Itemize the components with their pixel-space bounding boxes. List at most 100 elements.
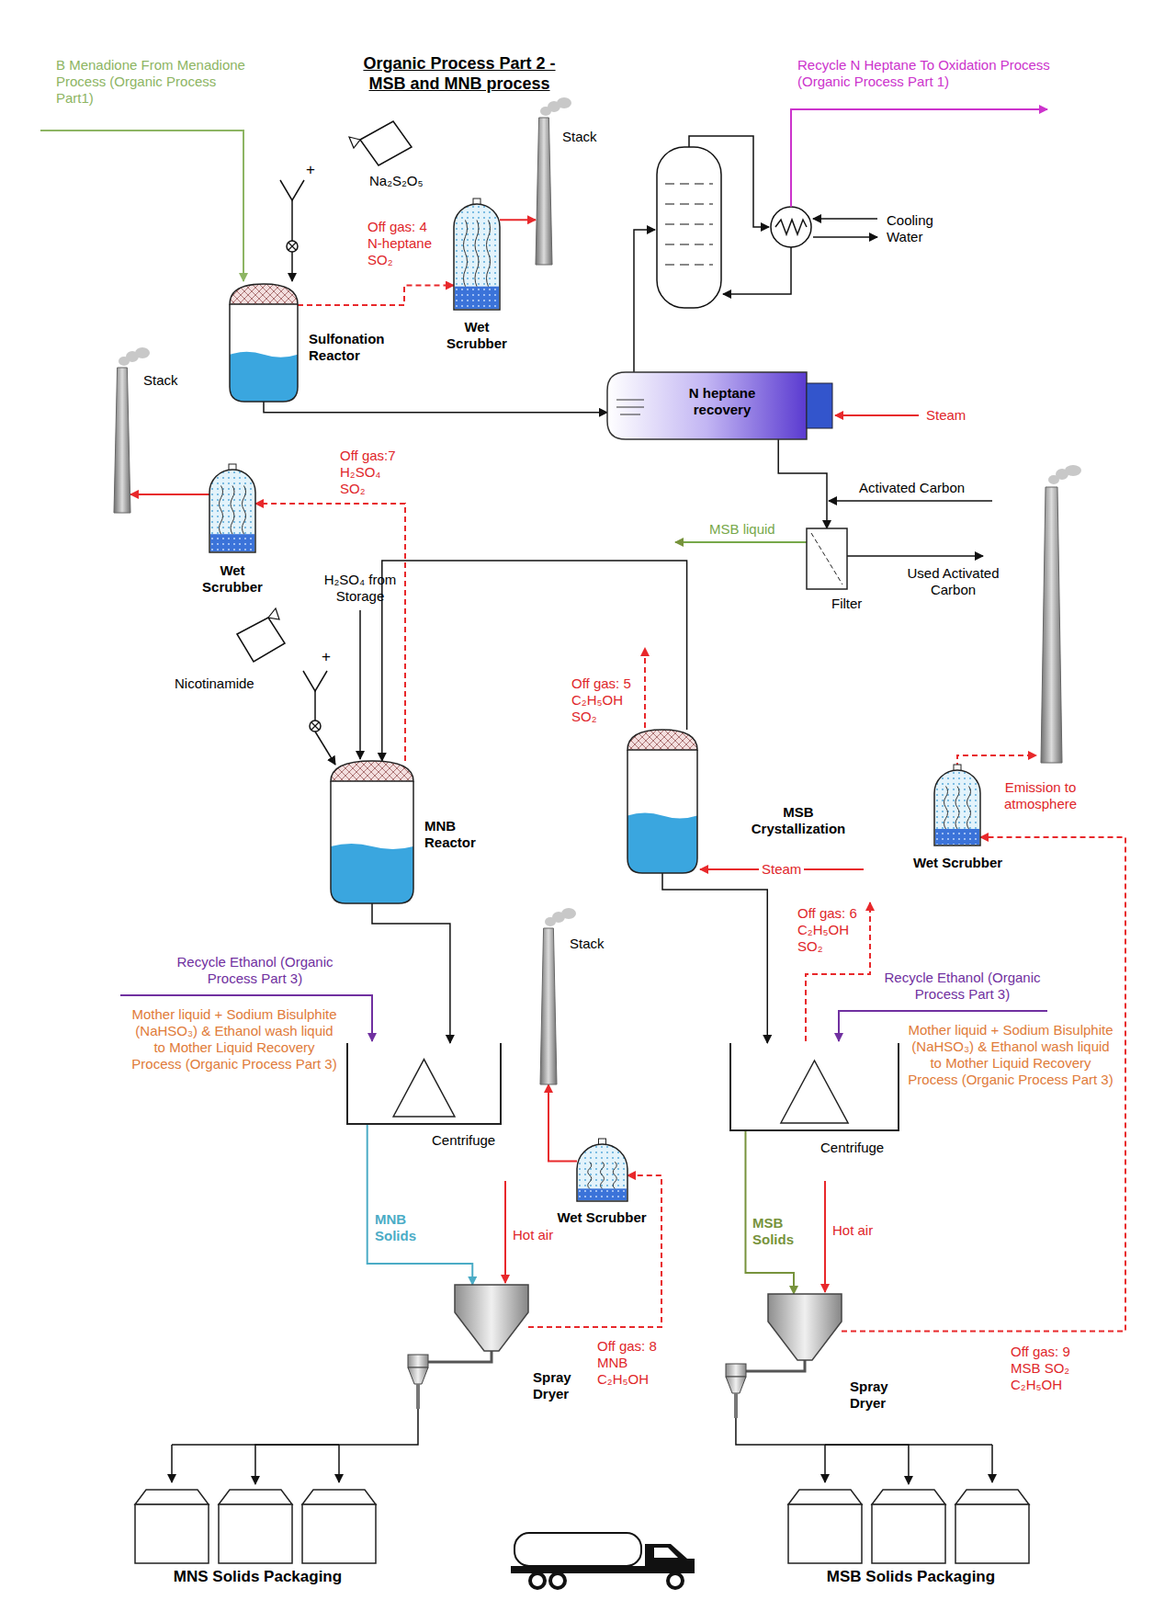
carbon-lines bbox=[828, 499, 993, 502]
tanker-truck bbox=[550, 1572, 566, 1588]
packaging-branches bbox=[170, 1444, 173, 1482]
mnb-reactor-outline bbox=[330, 780, 414, 904]
nicotinamide-bag-hopper bbox=[311, 722, 319, 730]
packaging-bins: MSB Solids Packaging bbox=[780, 1483, 1041, 1565]
flow-connector bbox=[841, 836, 1126, 1332]
packaging-branches bbox=[991, 1444, 994, 1482]
equipment-label: Spray Dryer bbox=[849, 1378, 905, 1412]
flow-connector bbox=[372, 903, 451, 1043]
annotation: MSB liquid bbox=[709, 520, 776, 538]
carbon-lines bbox=[847, 554, 984, 557]
wet-scrubber-outline bbox=[453, 203, 500, 310]
nicotinamide-bag-hopper bbox=[315, 731, 336, 765]
centrifuge: Centrifuge bbox=[347, 1042, 501, 1124]
wet-scrubber-outline bbox=[474, 220, 479, 287]
spray-dryer-outline bbox=[725, 1376, 747, 1393]
acid-feed-line bbox=[359, 610, 362, 759]
bisulphite-bag-hopper bbox=[291, 200, 294, 241]
spray-dryer-outline bbox=[416, 1383, 420, 1409]
tanker-truck bbox=[667, 1572, 683, 1588]
wet-scrubber-outline bbox=[967, 786, 972, 829]
annotation: Activated Carbon bbox=[859, 479, 965, 497]
wet-scrubber-outline bbox=[576, 1143, 628, 1201]
chimney-stack-outline bbox=[535, 117, 553, 265]
crystallizer-outline bbox=[627, 729, 698, 873]
equipment-label: MSB Crystallization bbox=[747, 803, 849, 837]
annotation: Used Activated Carbon bbox=[895, 565, 1011, 599]
recovery-tank: N heptane recovery bbox=[607, 372, 833, 440]
chimney-stack: Stack bbox=[535, 117, 553, 265]
steam-line bbox=[835, 414, 919, 417]
distillation-column bbox=[665, 183, 713, 265]
wet-scrubber-outline bbox=[210, 533, 255, 552]
diagram-title: Organic Process Part 2 - MSB and MNB pro… bbox=[353, 53, 566, 94]
spray-dryer: Spray Dryer bbox=[404, 1284, 529, 1409]
flow-connector bbox=[548, 1084, 577, 1162]
spray-dryer-outline bbox=[454, 1284, 529, 1351]
packaging-bins-outline bbox=[780, 1483, 1041, 1565]
equipment-label: Centrifuge bbox=[820, 1139, 884, 1156]
tanker-truck bbox=[654, 1547, 679, 1558]
chimney-stack: Stack bbox=[113, 367, 131, 513]
condenser bbox=[770, 109, 1048, 248]
equipment-label: Wet Scrubber bbox=[200, 562, 265, 596]
annotation: Off gas: 5 C₂H₅OH SO₂ bbox=[571, 675, 641, 725]
annotation: H₂SO₄ from Storage bbox=[314, 571, 407, 605]
spray-dryer-outline bbox=[734, 1392, 738, 1418]
distillation-column bbox=[633, 135, 792, 373]
packaging-bins-outline bbox=[955, 1489, 1029, 1504]
stream-label: Off gas: 8 MNB C₂H₅OH bbox=[597, 1337, 669, 1388]
flow-connector bbox=[528, 1175, 662, 1327]
chimney-stack-outline bbox=[535, 117, 553, 265]
annotation: Emission to atmosphere bbox=[987, 779, 1094, 813]
wet-scrubber-outline bbox=[934, 769, 981, 846]
flow-connector bbox=[255, 503, 406, 761]
chimney-stack-outline bbox=[135, 347, 150, 359]
equipment-label: N heptane recovery bbox=[676, 384, 769, 419]
spray-dryer-outline bbox=[428, 1350, 492, 1362]
wet-scrubber-outline bbox=[209, 469, 256, 553]
crystallizer-outline bbox=[627, 749, 698, 873]
sulfonation-reactor-outline bbox=[229, 304, 298, 402]
spray-dryer-outline bbox=[725, 1363, 747, 1377]
wet-scrubber-outline bbox=[600, 1161, 605, 1188]
annotation: Off gas: 6 C₂H₅OH SO₂ bbox=[797, 904, 867, 955]
packaging-bins-outline bbox=[135, 1489, 209, 1504]
sulfonation-reactor-outline bbox=[229, 283, 298, 305]
wet-scrubber-outline bbox=[230, 486, 235, 535]
equipment-label: Stack bbox=[143, 372, 179, 389]
packaging-branches bbox=[824, 1444, 826, 1482]
menadione-feed-line bbox=[40, 130, 244, 282]
packaging-bins-outline bbox=[135, 1503, 209, 1563]
wet-scrubber: Wet Scrubber bbox=[209, 469, 256, 553]
mnb-reactor-outline bbox=[330, 843, 414, 904]
filter-box-outline bbox=[811, 532, 843, 585]
spray-dryer-outline bbox=[404, 1284, 529, 1409]
bisulphite-bag-hopper bbox=[286, 240, 298, 252]
chimney-stack-outline bbox=[113, 367, 131, 513]
recovery-tank-outline bbox=[616, 399, 645, 415]
equipment-label: Wet Scrubber bbox=[444, 318, 509, 352]
distillation-column bbox=[723, 247, 792, 294]
distillation-column bbox=[656, 146, 722, 308]
wet-scrubber: Wet Scrubber bbox=[576, 1143, 628, 1201]
equipment-label: MNS Solids Packaging bbox=[127, 1568, 388, 1585]
stream-label: MSB Solids bbox=[752, 1214, 806, 1248]
flow-connector bbox=[499, 218, 536, 221]
wet-scrubber-outline bbox=[242, 486, 247, 535]
packaging-branches bbox=[338, 1444, 340, 1482]
flow-connector bbox=[367, 1123, 474, 1285]
spray-dryer-outline bbox=[407, 1354, 429, 1368]
centrifuge-outline bbox=[347, 1042, 501, 1124]
right-stack bbox=[1040, 486, 1063, 763]
equipment-label: Sulfonation Reactor bbox=[308, 330, 396, 364]
annotation: Steam bbox=[758, 860, 804, 878]
sulfonation-reactor: Sulfonation Reactor bbox=[229, 283, 298, 402]
flow-connector bbox=[263, 401, 608, 413]
mnb-reactor-outline bbox=[330, 760, 414, 781]
wet-scrubber-outline bbox=[612, 1161, 617, 1188]
equipment-label: MNB Reactor bbox=[424, 817, 494, 851]
tanker-truck bbox=[530, 1572, 545, 1588]
wet-scrubber: Wet Scrubber bbox=[453, 203, 500, 310]
